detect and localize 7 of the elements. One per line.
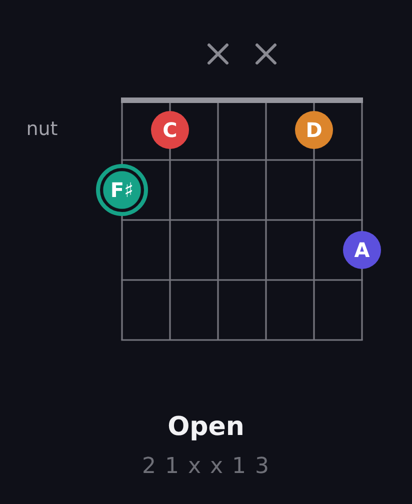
note-dot: A — [343, 231, 381, 269]
note-dot: D — [295, 111, 333, 149]
fingering-text: 2 1 x x 1 3 — [141, 454, 271, 480]
chord-title: Open — [166, 412, 246, 444]
note-dot: C — [151, 111, 189, 149]
nut-label: nut — [25, 118, 59, 141]
root-note-dot: F♯ — [96, 164, 148, 216]
